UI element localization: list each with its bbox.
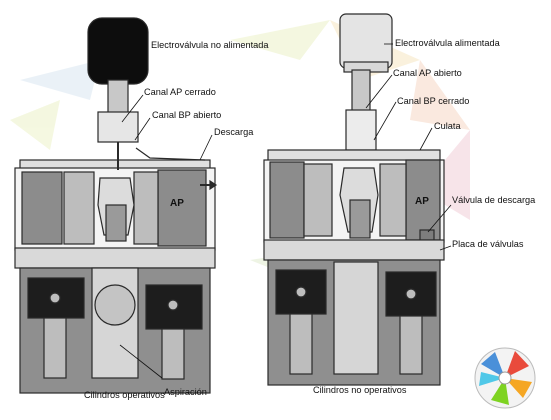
left-leader-lines xyxy=(119,94,213,379)
right-chamber-left xyxy=(269,161,305,239)
right-compressor xyxy=(263,13,445,386)
right-ap-label: AP xyxy=(415,196,429,207)
logo-icon xyxy=(474,347,536,409)
left-solenoid-coil xyxy=(87,17,149,85)
left-ap-chamber-left xyxy=(21,171,63,245)
left-hp-channel-label: Canal AP cerrado xyxy=(144,87,216,97)
right-lp-channel-label: Canal BP cerrado xyxy=(397,96,470,106)
right-cylinders-label: Cilindros no operativos xyxy=(313,385,407,395)
right-valve-plate xyxy=(263,239,445,261)
left-suction-port xyxy=(94,284,136,326)
right-leader-lines xyxy=(365,43,452,251)
right-head-label: Culata xyxy=(434,121,461,131)
left-valve-plate xyxy=(14,247,216,269)
left-lp-channel-label: Canal BP abierto xyxy=(152,110,222,120)
right-discharge-valve xyxy=(419,229,435,241)
left-discharge-label: Descarga xyxy=(214,127,254,137)
right-solenoid-label: Electroválvula alimentada xyxy=(395,38,500,48)
right-valve-plate-label: Placa de válvulas xyxy=(452,239,524,249)
right-discharge-valve-label: Válvula de descarga xyxy=(452,195,536,205)
right-hp-channel-label: Canal AP abierto xyxy=(393,68,462,78)
left-suction-label: Aspiración xyxy=(164,387,207,397)
right-solenoid-coil xyxy=(339,13,393,69)
left-cylinders-label: Cilindros operativos xyxy=(84,390,165,400)
left-compressor xyxy=(14,17,218,394)
left-ap-label: AP xyxy=(170,198,184,209)
left-solenoid-label: Electroválvula no alimentada xyxy=(151,40,269,50)
